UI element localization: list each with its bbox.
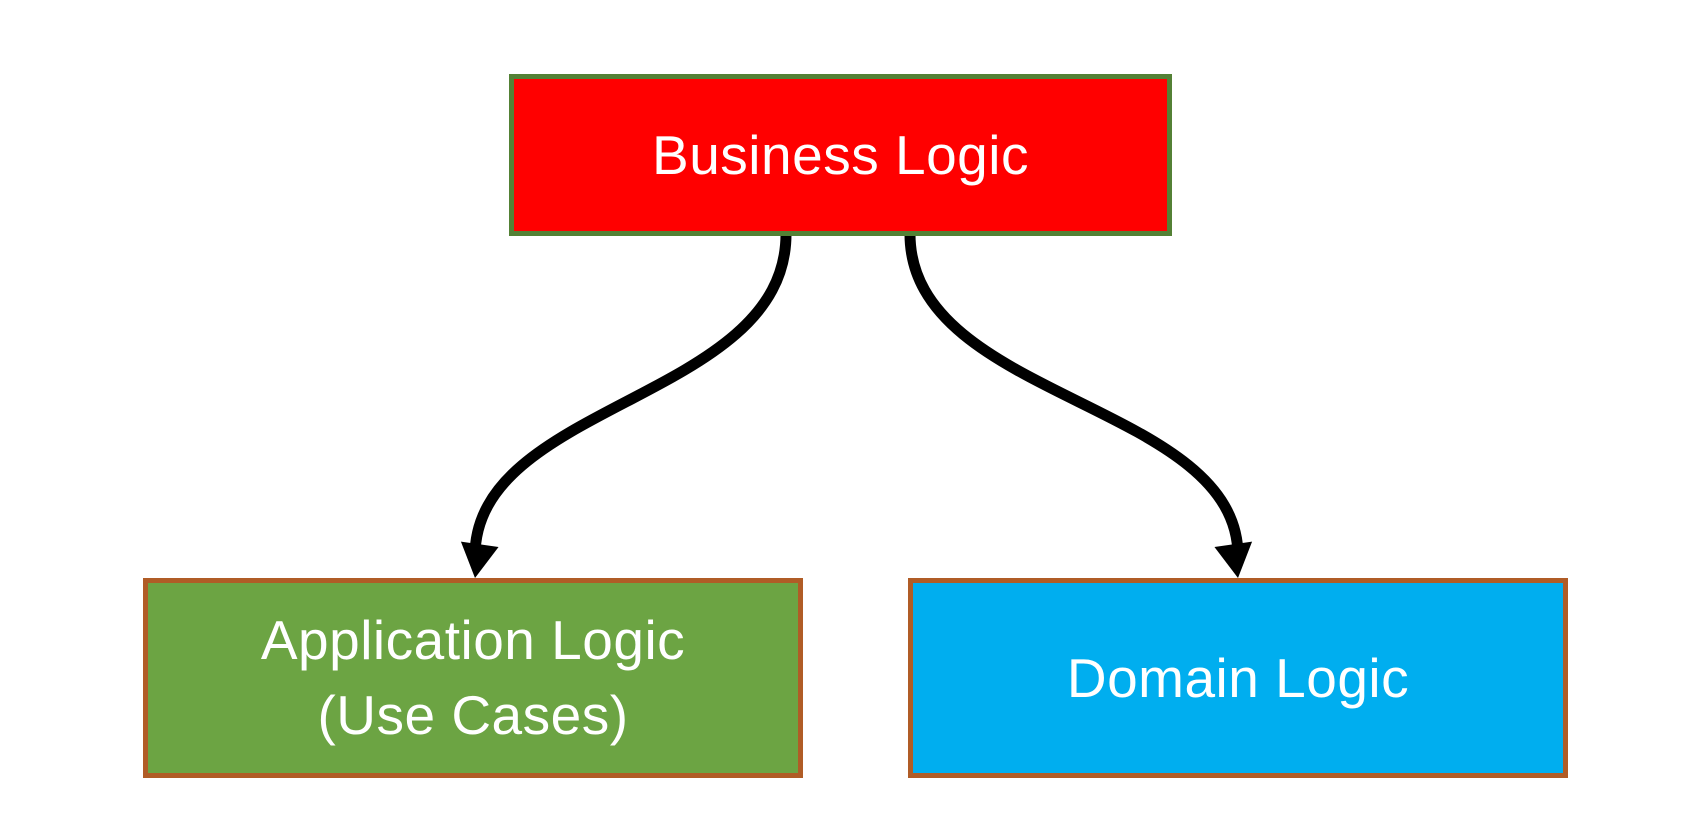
node-domain-logic: Domain Logic	[908, 578, 1568, 778]
node-business-logic-label: Business Logic	[652, 123, 1029, 186]
connector-business-to-domain	[904, 233, 1253, 578]
node-application-logic-label-line1: Application Logic	[260, 609, 686, 671]
node-business-logic: Business Logic	[509, 74, 1172, 236]
connector-business-to-domain-arrowhead-icon	[1214, 541, 1253, 578]
connector-business-to-application-arrowhead-icon	[460, 541, 499, 578]
connector-business-to-domain-line	[904, 233, 1244, 557]
connector-business-to-application-line	[469, 233, 792, 557]
node-application-logic: Application Logic (Use Cases)	[143, 578, 803, 778]
connector-business-to-application	[460, 233, 792, 578]
node-domain-logic-label: Domain Logic	[1066, 646, 1410, 709]
node-application-logic-label-line2: (Use Cases)	[317, 684, 629, 746]
